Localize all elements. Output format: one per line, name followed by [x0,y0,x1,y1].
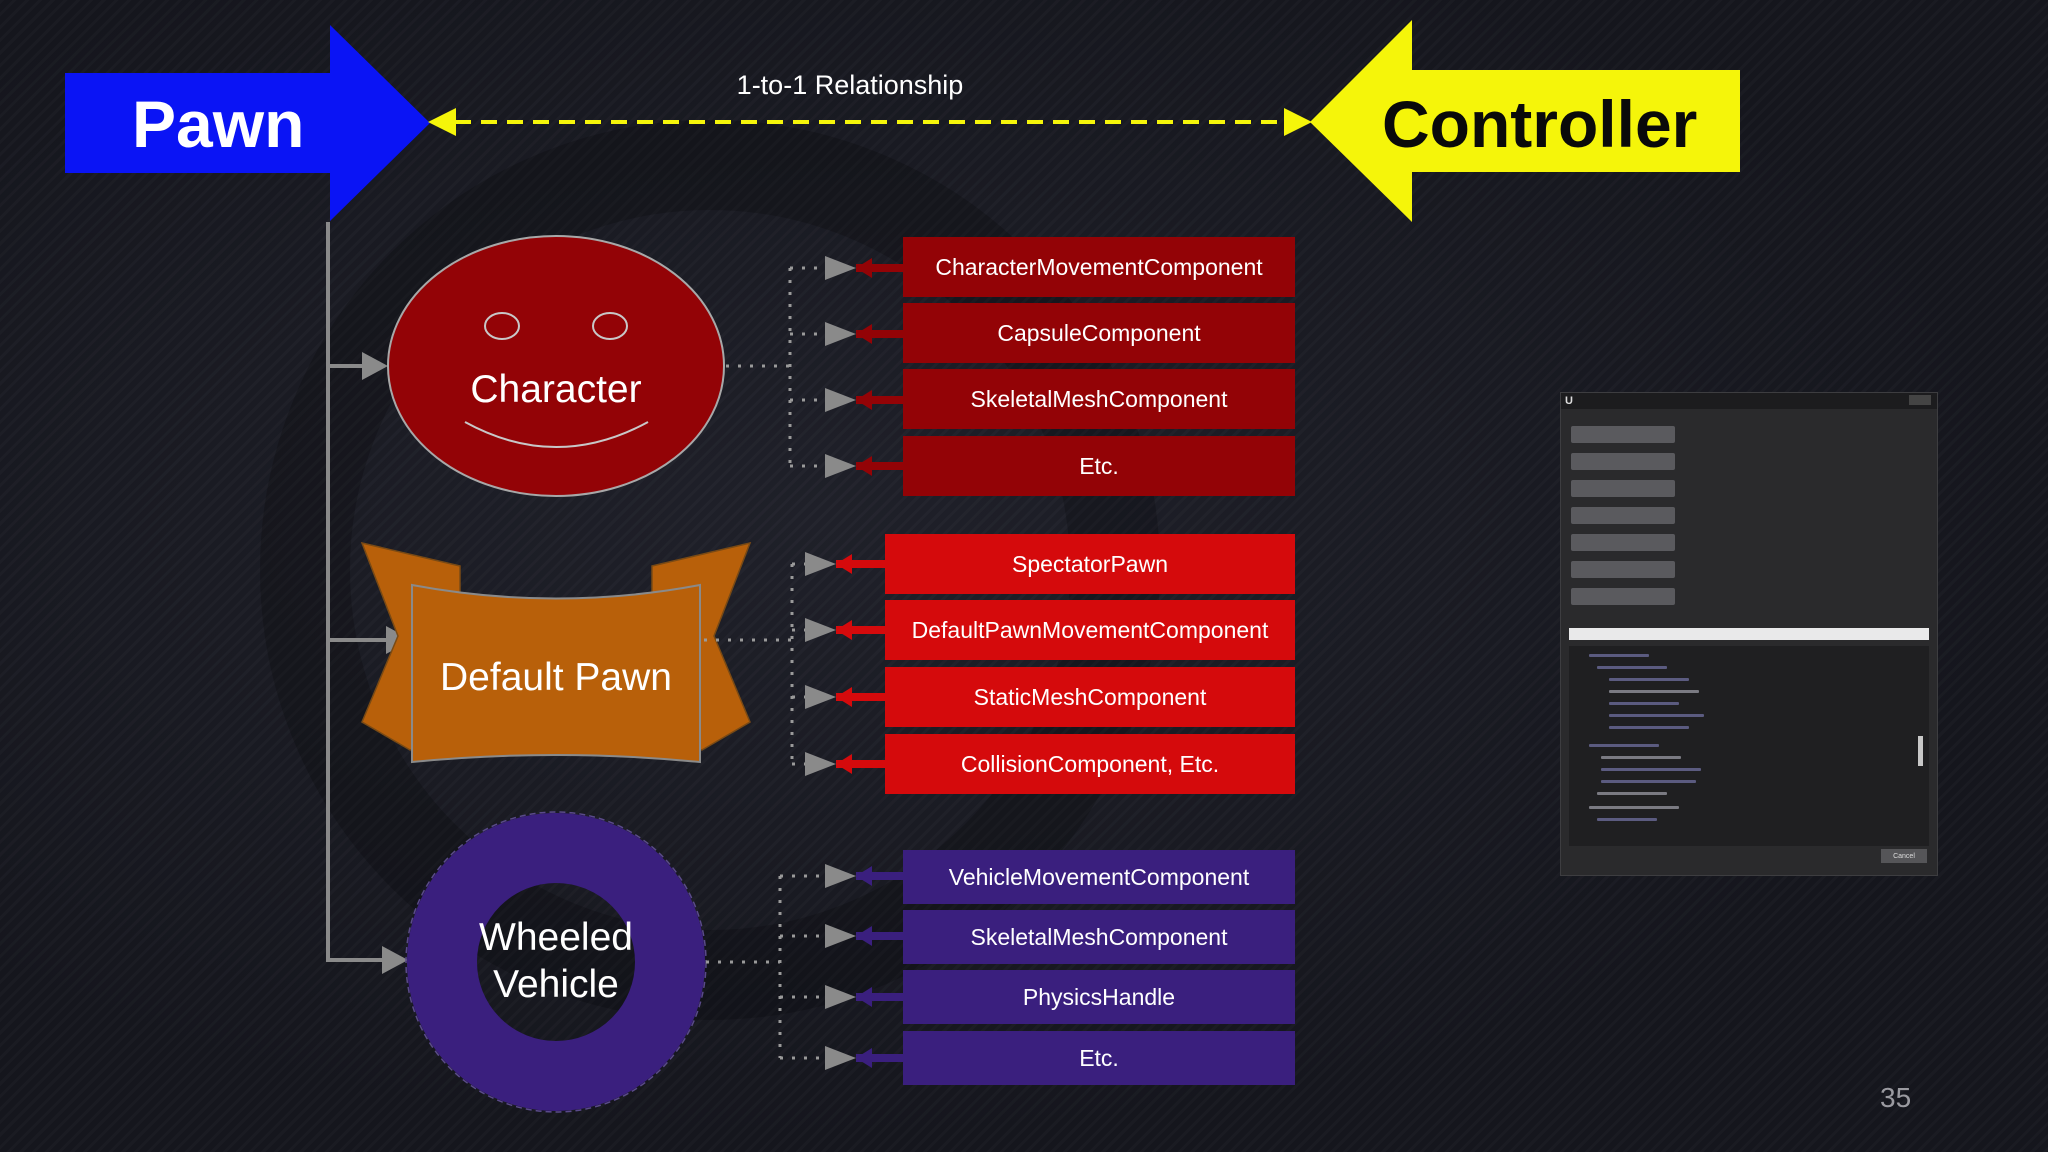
class-search-input [1569,628,1929,640]
class-row [1561,502,1937,529]
character-left-eye [484,312,520,340]
controller-arrow [1310,20,1740,222]
branch-arrowhead-vehicle [382,946,408,974]
cancel-button: Cancel [1881,849,1927,863]
default-pawn-composition-arrows [805,552,886,776]
pick-parent-class-dialog-thumbnail: U Cancel [1560,392,1938,876]
character-connectors [726,266,822,468]
all-classes-section-header [1561,610,1937,622]
unreal-logo-icon: U [1565,395,1573,407]
relationship-arrowhead-right [1284,108,1312,136]
class-description [1685,589,1915,605]
wheeled-vehicle-label-line2: Vehicle [493,963,619,1006]
class-button [1571,588,1675,605]
default-pawn-component-box: SpectatorPawn [885,534,1295,594]
class-row [1561,583,1937,610]
class-description [1685,427,1915,443]
vehicle-component-box: VehicleMovementComponent [903,850,1295,904]
character-component-box: CapsuleComponent [903,303,1295,363]
pawn-title: Pawn [132,87,305,161]
tree-scrollbar [1918,736,1923,766]
character-component-box: Etc. [903,436,1295,496]
default-pawn-banner [411,583,701,764]
class-tree [1569,646,1929,846]
slide-page-number: 35 [1880,1082,1912,1113]
class-row [1561,556,1937,583]
character-component-box: SkeletalMeshComponent [903,369,1295,429]
vehicle-connectors [706,874,822,1060]
pawn-arrow [65,25,430,221]
class-description [1685,508,1915,524]
character-component-box: CharacterMovementComponent [903,237,1295,297]
class-description [1685,535,1915,551]
class-row [1561,448,1937,475]
dialog-title-bar: U [1561,393,1937,409]
vehicle-composition-arrows [825,864,904,1070]
default-pawn-label: Default Pawn [440,656,672,699]
character-shape [387,235,725,497]
class-button [1571,480,1675,497]
class-description [1685,481,1915,497]
character-smile [464,421,649,448]
class-row [1561,529,1937,556]
wheeled-vehicle-label: Wheeled Vehicle [426,914,686,1008]
wheeled-vehicle-ring [407,813,705,1111]
character-label: Character [470,368,642,411]
class-button [1571,507,1675,524]
vehicle-component-box: Etc. [903,1031,1295,1085]
dialog-close-button [1909,395,1931,405]
default-pawn-component-box: CollisionComponent, Etc. [885,734,1295,794]
vehicle-component-box: SkeletalMeshComponent [903,910,1295,964]
class-button [1571,534,1675,551]
class-button [1571,561,1675,578]
class-row [1561,421,1937,448]
class-button [1571,453,1675,470]
class-description [1685,562,1915,578]
class-button [1571,426,1675,443]
common-classes-section-header [1561,409,1937,421]
character-right-eye [592,312,628,340]
vehicle-component-box: PhysicsHandle [903,970,1295,1024]
class-description [1685,454,1915,470]
relationship-arrowhead-left [428,108,456,136]
wheeled-vehicle-label-line1: Wheeled [479,916,633,959]
character-composition-arrows [825,256,904,478]
controller-title: Controller [1382,87,1698,161]
branch-arrowhead-character [362,352,388,380]
relationship-label: 1-to-1 Relationship [736,70,964,100]
class-row [1561,475,1937,502]
default-pawn-component-box: DefaultPawnMovementComponent [885,600,1295,660]
default-pawn-component-box: StaticMeshComponent [885,667,1295,727]
